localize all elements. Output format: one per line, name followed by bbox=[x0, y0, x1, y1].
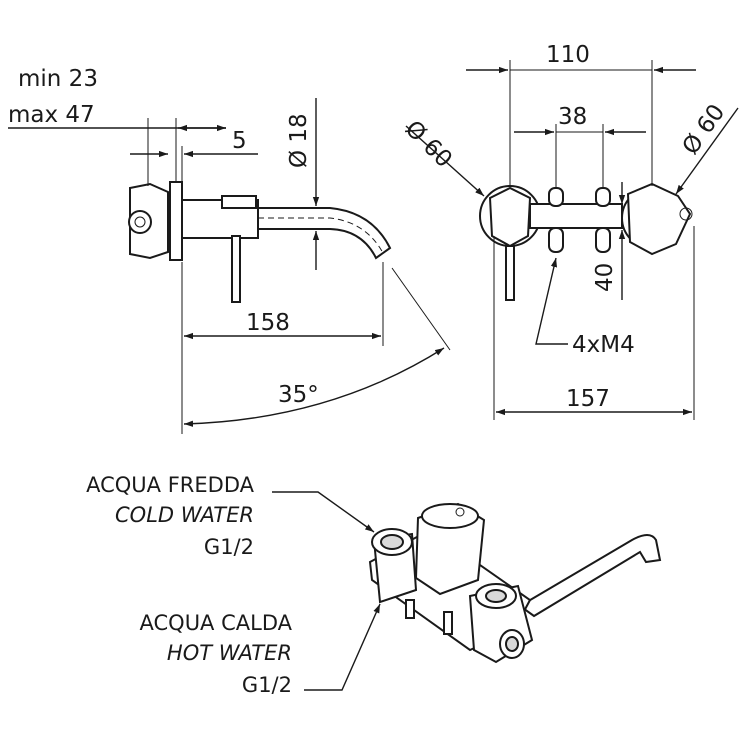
dim-width: 157 bbox=[566, 386, 610, 412]
dim-depth-max: max 47 bbox=[8, 102, 95, 128]
connection-labels: ACQUA FREDDA COLD WATER G1/2 ACQUA CALDA… bbox=[86, 473, 381, 697]
iso-cartridge-top bbox=[421, 503, 479, 529]
iso-cold-inlet-bore bbox=[380, 534, 404, 550]
lug-bottom-right bbox=[595, 227, 611, 253]
handle-right bbox=[626, 182, 692, 256]
leader-rosette-left bbox=[405, 125, 485, 197]
lever-front bbox=[505, 245, 515, 301]
iso-cartridge-screw bbox=[455, 507, 465, 517]
lug-top-right bbox=[595, 187, 611, 207]
connector-bar bbox=[529, 203, 623, 229]
side-view: min 23 max 47 5 Ø 18 158 35° bbox=[8, 66, 451, 434]
front-view: 110 38 Ø 60 Ø 60 40 4xM4 157 bbox=[400, 42, 739, 420]
label-cold-thread: G1/2 bbox=[204, 535, 254, 559]
ext-line-angle bbox=[391, 267, 451, 351]
dim-spout-length: 158 bbox=[246, 310, 290, 336]
iso-hot-inlet-bore bbox=[505, 636, 519, 652]
label-hot-thread: G1/2 bbox=[242, 673, 292, 697]
label-hot-it: ACQUA CALDA bbox=[140, 611, 293, 635]
dim-screws: 4xM4 bbox=[572, 332, 635, 358]
dim-depth-min: min 23 bbox=[18, 66, 98, 92]
lever-base bbox=[221, 195, 257, 209]
lug-bottom-left bbox=[548, 227, 564, 253]
dim-height: 40 bbox=[592, 263, 618, 292]
leader-rosette-right bbox=[675, 107, 739, 195]
dim-plate: 5 bbox=[232, 128, 247, 154]
spout bbox=[257, 207, 392, 260]
lug-top-left bbox=[548, 187, 564, 207]
leader-screws bbox=[535, 257, 568, 345]
wall-plate bbox=[169, 181, 183, 261]
handle-right-cap bbox=[679, 207, 693, 221]
iso-hot-inlet-top-bore bbox=[485, 589, 507, 603]
dim-spout-diameter: Ø 18 bbox=[286, 113, 312, 168]
spout-axis bbox=[258, 217, 384, 254]
iso-post-2 bbox=[443, 611, 453, 635]
label-cold-it: ACQUA FREDDA bbox=[86, 473, 255, 497]
dim-arc-angle bbox=[183, 347, 445, 427]
dim-spacing: 110 bbox=[546, 42, 590, 68]
dim-angle: 35° bbox=[278, 382, 319, 408]
iso-post-1 bbox=[405, 599, 415, 619]
dim-hole-spacing: 38 bbox=[558, 104, 587, 130]
handle-cap bbox=[128, 210, 152, 234]
handle-cap-inner bbox=[134, 216, 146, 228]
label-hot-en: HOT WATER bbox=[167, 641, 292, 665]
handle-left bbox=[488, 186, 532, 248]
label-cold-en: COLD WATER bbox=[115, 503, 254, 527]
leader-hot bbox=[304, 603, 381, 691]
iso-spout bbox=[518, 534, 662, 618]
isometric-view bbox=[368, 502, 662, 664]
lever bbox=[231, 235, 241, 303]
leader-cold bbox=[272, 491, 375, 533]
